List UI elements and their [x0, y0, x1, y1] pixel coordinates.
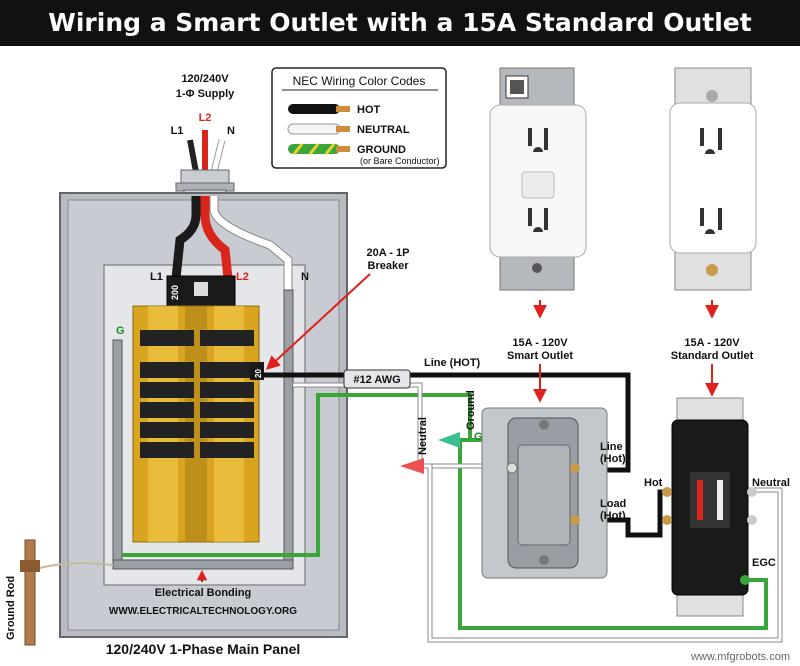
awg-cable-label: [343, 369, 411, 389]
title-bar: [0, 0, 800, 46]
supply-l1-label: L1: [171, 125, 184, 137]
supply-n-label: N: [227, 125, 235, 137]
breaker-callout-line2: Breaker: [368, 260, 410, 272]
supply-voltage: 120/240V: [181, 73, 229, 85]
website-label: WWW.ELECTRICALTECHNOLOGY.ORG: [109, 606, 297, 617]
legend-ground: GROUND: [357, 144, 406, 156]
supply-l2-label: L2: [199, 112, 212, 124]
std-hot-label: Hot: [644, 477, 663, 489]
panel-caption: 120/240V 1-Phase Main Panel: [106, 641, 301, 657]
ground-rod: [20, 539, 114, 646]
bonding-bar: [112, 559, 294, 570]
ground-rod-label: Ground Rod: [5, 576, 17, 640]
main-breaker: 200: [166, 275, 236, 307]
std-neutral-label: Neutral: [752, 477, 790, 489]
breaker-callout-arrow: [265, 273, 371, 370]
legend-ground-note: (or Bare Conductor): [360, 156, 440, 166]
smart-outlet-name: Smart Outlet: [507, 350, 573, 362]
standard-outlet-rating: 15A - 120V: [684, 337, 740, 349]
legend-hot: HOT: [357, 104, 381, 116]
panel-conductors: [171, 196, 293, 290]
page-title: Wiring a Smart Outlet with a 15A Standar…: [48, 8, 752, 37]
neutral-label: Neutral: [417, 417, 429, 455]
main-breaker-rating: 200: [170, 285, 180, 300]
breaker-callout-line1: 20A - 1P: [366, 247, 409, 259]
ground-wire: [122, 393, 768, 630]
legend-title: NEC Wiring Color Codes: [293, 74, 426, 88]
neutral-wire-nut: [400, 458, 424, 474]
breaker-rows: [140, 330, 264, 458]
watermark: www.mfgrobots.com: [690, 651, 790, 663]
ground-label: Ground: [465, 390, 477, 430]
neutral-bar: [283, 289, 294, 561]
standard-outlet-front: [669, 67, 757, 291]
cable-size-label: #12 AWG: [353, 374, 400, 386]
panel-l1-label: L1: [150, 271, 163, 283]
line-hot-label: Line (HOT): [424, 357, 481, 369]
panel-g-label: G: [116, 325, 125, 337]
load-terminal-label-a: Load: [600, 498, 626, 510]
smart-outlet-rating: 15A - 120V: [512, 337, 568, 349]
ground-terminal-g: G: [474, 431, 483, 443]
incoming-conductors: [187, 130, 226, 173]
egc-label: EGC: [752, 557, 776, 569]
branch-breaker-rating: 20: [254, 369, 263, 378]
standard-outlet-back: [662, 397, 757, 617]
supply-phase: 1-Φ Supply: [176, 88, 235, 100]
line-terminal-label-a: Line: [600, 441, 623, 453]
panel-n-label: N: [301, 271, 309, 283]
color-code-legend: NEC Wiring Color Codes HOT NEUTRAL GROUN…: [271, 67, 447, 169]
legend-neutral: NEUTRAL: [357, 124, 410, 136]
ground-wire-nut: [438, 432, 460, 448]
smart-outlet-wall-box: [481, 407, 608, 579]
smart-outlet-front: [489, 67, 587, 291]
line-terminal-label-b: (Hot): [600, 453, 626, 465]
ground-bar: [112, 339, 123, 561]
standard-outlet-name: Standard Outlet: [671, 350, 754, 362]
bonding-label: Electrical Bonding: [155, 587, 252, 599]
panel-l2-label: L2: [236, 271, 249, 283]
load-terminal-label-b: (Hot): [600, 510, 626, 522]
